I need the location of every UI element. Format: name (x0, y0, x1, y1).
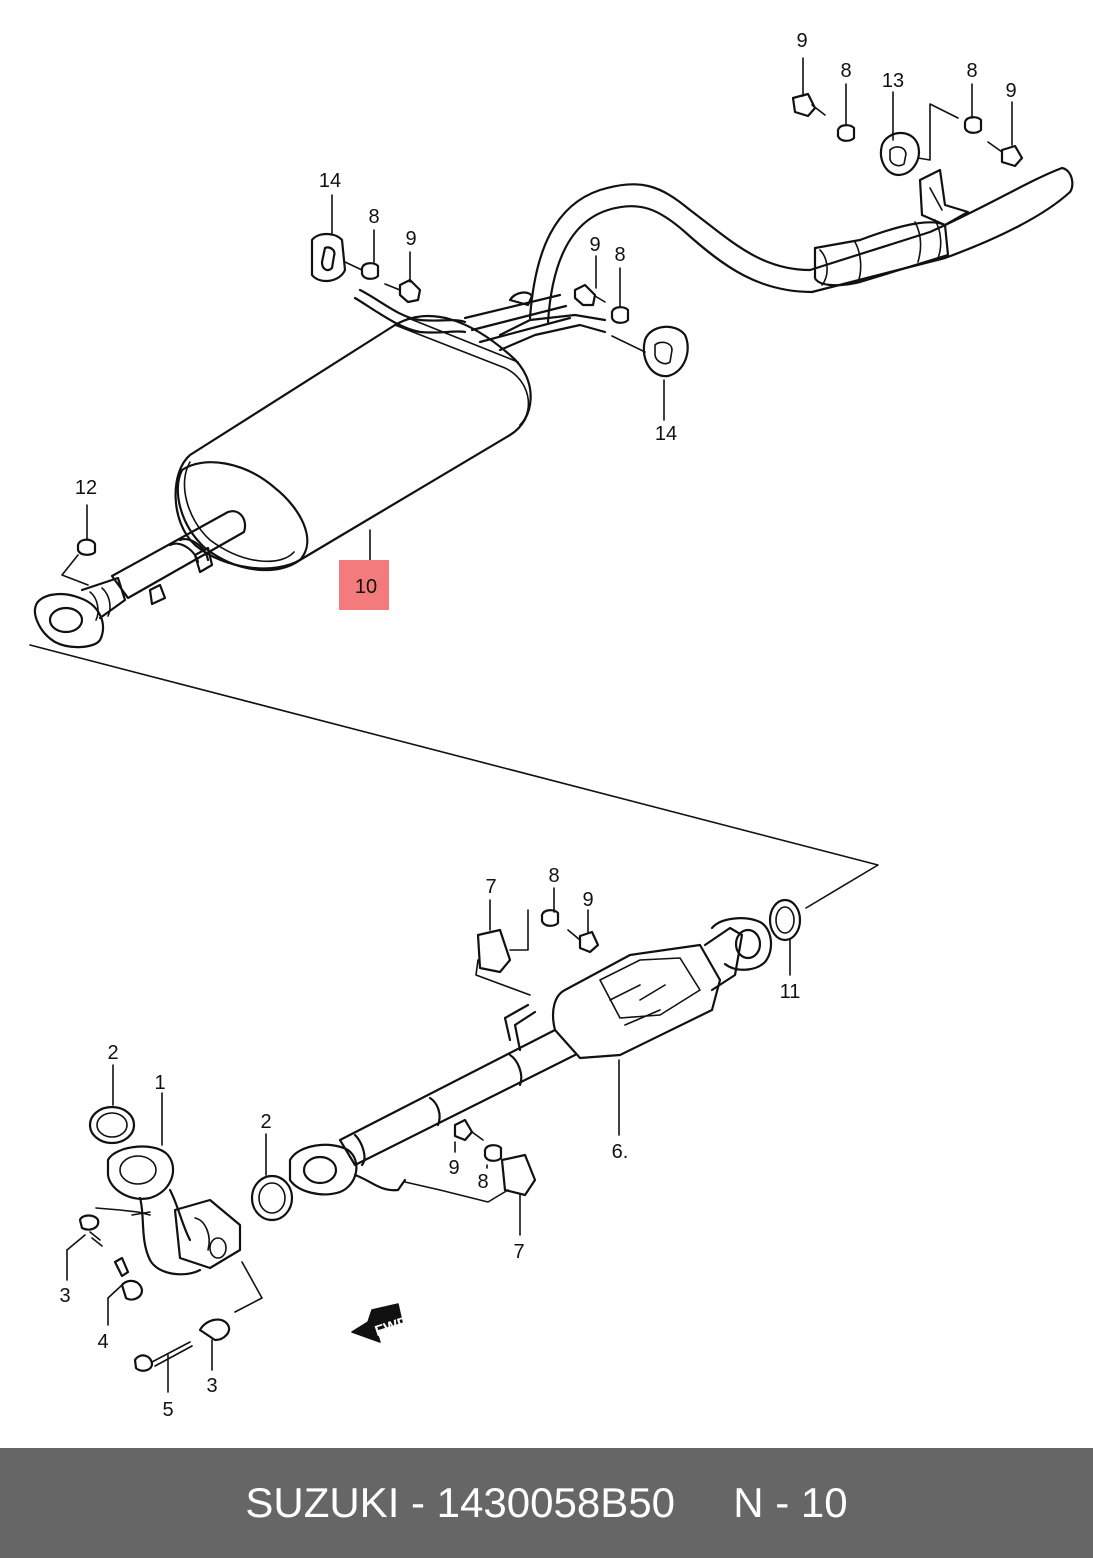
callout-9b: 9 (1005, 80, 1016, 102)
lower-hardware (453, 909, 600, 1197)
callout-8c: 8 (368, 206, 379, 228)
lower-leader-lines (66, 887, 791, 1393)
callout-3b: 3 (206, 1375, 217, 1397)
highlighted-part-box (339, 560, 389, 610)
callout-7b: 7 (513, 1241, 524, 1263)
callout-3a: 3 (59, 1285, 70, 1307)
fwd-arrow-icon: FWD (351, 1303, 411, 1343)
callout-13: 13 (882, 70, 904, 92)
muffler (174, 288, 607, 572)
front-pipe-upper (33, 510, 247, 649)
callout-14b: 14 (655, 423, 677, 445)
callout-11: 11 (780, 981, 801, 1003)
callout-8e: 8 (548, 865, 559, 887)
front-pipe-lower (288, 1003, 577, 1196)
callout-8d: 8 (614, 244, 625, 266)
callout-7a: 7 (485, 876, 496, 898)
callout-10: 10 (355, 576, 377, 598)
callout-12: 12 (75, 477, 97, 499)
upper-leader-lines (61, 57, 1013, 586)
callout-6: 6. (612, 1141, 629, 1163)
footer-caption: SUZUKI - 1430058B50 N - 10 (245, 1479, 848, 1526)
callout-4: 4 (97, 1331, 108, 1353)
callout-9c: 9 (405, 228, 416, 250)
callout-9f: 9 (448, 1157, 459, 1179)
part-callouts: 9 8 13 8 9 14 8 9 9 8 14 12 10 7 8 9 11 … (59, 30, 1016, 1421)
exhaust-system-diagram: FWD 9 8 13 8 9 14 8 9 9 8 14 12 10 7 8 9… (29, 30, 1074, 1421)
callout-9e: 9 (582, 889, 593, 911)
callout-14a: 14 (319, 170, 341, 192)
callout-1: 1 (154, 1072, 165, 1094)
callout-2a: 2 (107, 1042, 118, 1064)
callout-8a: 8 (840, 60, 851, 82)
callout-2b: 2 (260, 1111, 271, 1133)
callout-9a: 9 (796, 30, 807, 52)
exhaust-manifold-pipe (78, 1105, 294, 1372)
upper-hardware (310, 92, 1024, 378)
catalytic-converter (551, 898, 802, 1060)
callout-8f: 8 (477, 1171, 488, 1193)
tail-pipe (528, 166, 1074, 324)
callout-5: 5 (162, 1399, 173, 1421)
callout-8b: 8 (966, 60, 977, 82)
part-number-footer: SUZUKI - 1430058B50 N - 10 (0, 1448, 1093, 1558)
callout-9d: 9 (589, 234, 600, 256)
assembly-connector-line (29, 644, 879, 909)
